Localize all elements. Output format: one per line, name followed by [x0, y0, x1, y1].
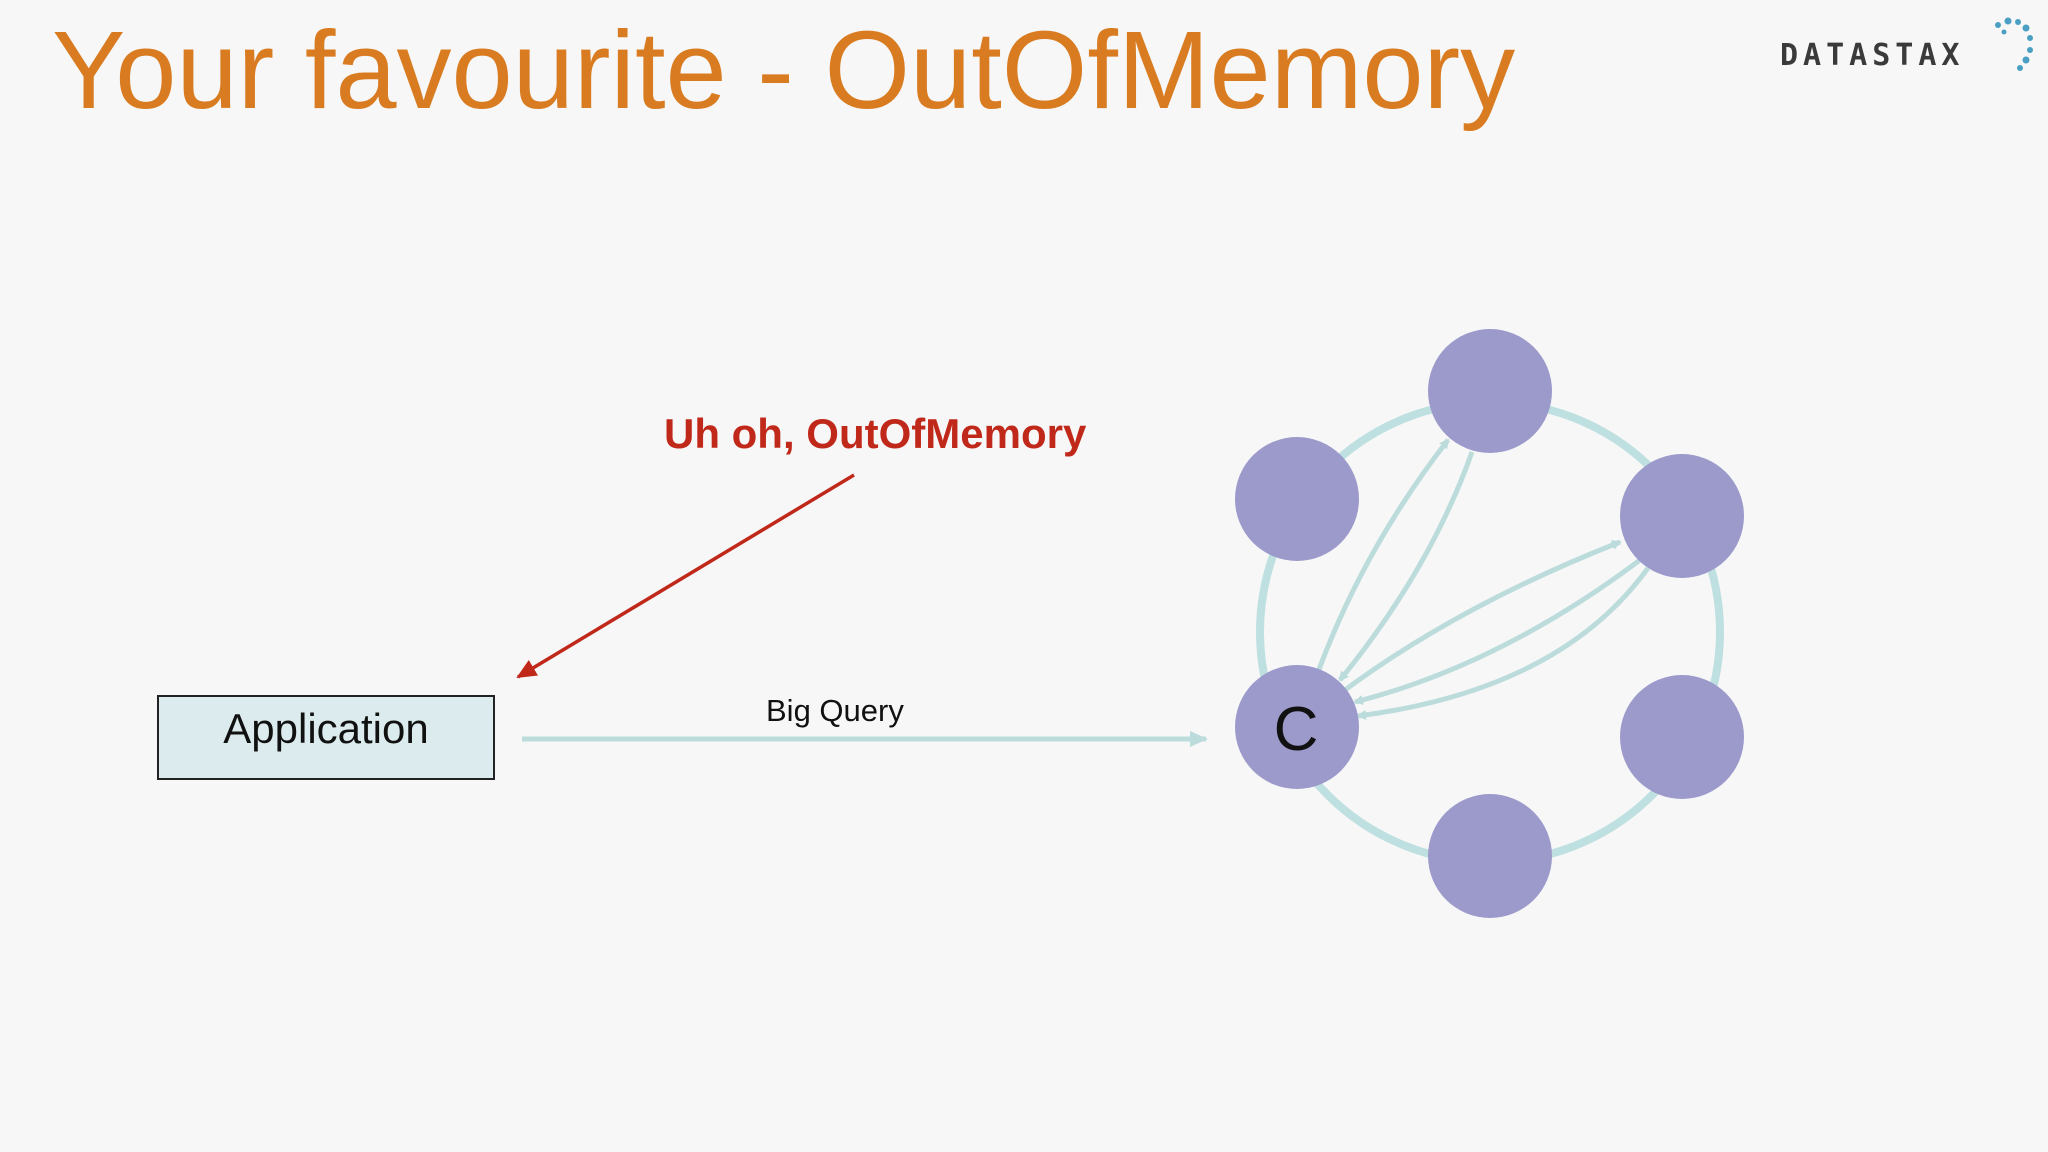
application-box: Application	[157, 695, 495, 780]
oom-arrow	[516, 473, 855, 679]
oom-callout: Uh oh, OutOfMemory	[664, 410, 1087, 457]
logo-dots	[1995, 17, 2033, 71]
arrow-right-to-c-2	[1356, 566, 1651, 720]
arrow-top-to-c	[1338, 451, 1475, 682]
brand-name: DATASTAX	[1780, 38, 1965, 73]
arrow-c-to-right	[1343, 539, 1622, 693]
node-top	[1428, 329, 1552, 453]
arrow-c-to-top	[1315, 438, 1450, 673]
big-query-label: Big Query	[766, 693, 904, 728]
application-label: Application	[223, 704, 429, 752]
slide-title: Your favourite - OutOfMemory	[52, 9, 1516, 132]
node-coordinator	[1235, 665, 1359, 789]
node-upper-left	[1235, 437, 1359, 561]
node-bottom	[1428, 794, 1552, 918]
coordinator-label: C	[1274, 695, 1319, 764]
coordinator-arrows	[1315, 438, 1651, 720]
node-lower-right	[1620, 675, 1744, 799]
arrow-right-to-c	[1353, 557, 1642, 705]
datastax-logo-icon: DATASTAX	[1780, 16, 2040, 76]
node-upper-right	[1620, 454, 1744, 578]
